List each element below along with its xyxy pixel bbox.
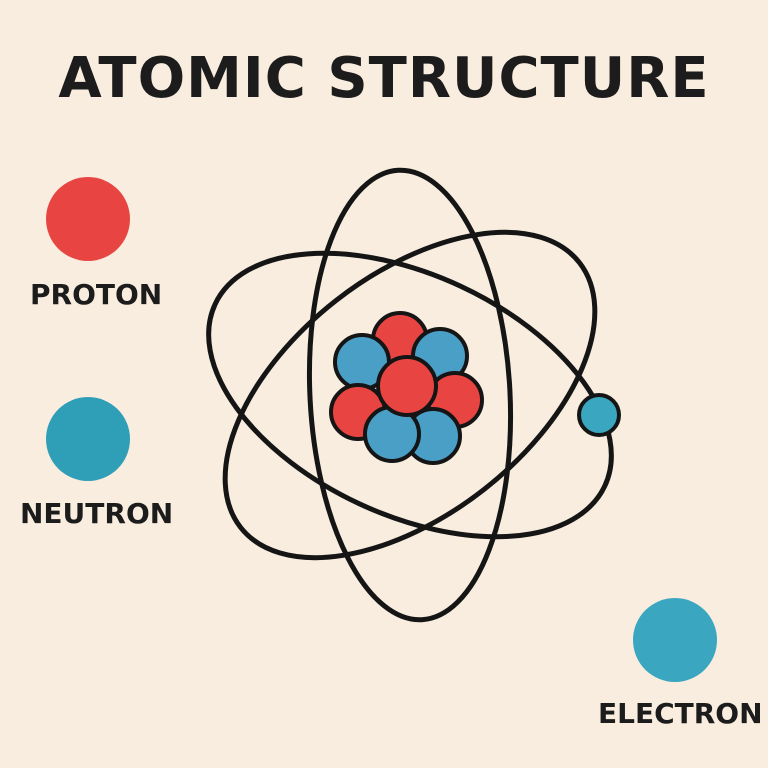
nucleus xyxy=(331,313,482,463)
nucleus-proton xyxy=(378,357,436,415)
orbiting-electron xyxy=(579,395,619,435)
